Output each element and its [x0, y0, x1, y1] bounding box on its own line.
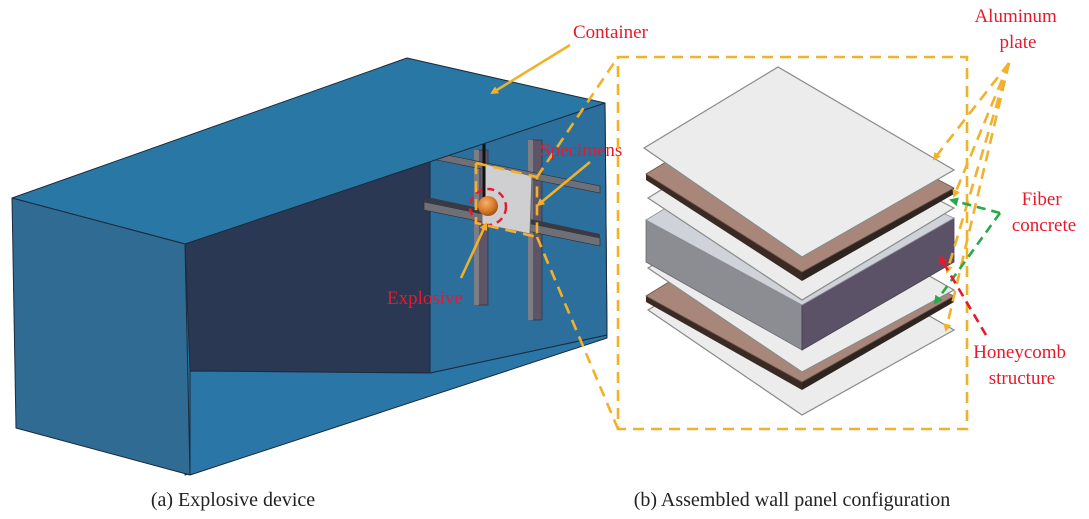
explosive-sphere	[478, 196, 498, 216]
layer-stack	[642, 66, 956, 416]
layer-aluminum-plate-1	[642, 66, 956, 258]
explosive-arrow	[459, 222, 488, 279]
honeycomb-arrow	[938, 255, 988, 336]
caption-panel-b: (b) Assembled wall panel configuration	[634, 489, 951, 511]
container-drawing	[11, 57, 608, 476]
fiber-concrete-arrows	[933, 197, 1002, 305]
container-label: Container	[573, 22, 649, 43]
aluminum-plate-arrows	[932, 62, 1011, 332]
caption-panel-a: (a) Explosive device	[151, 489, 315, 511]
container-front-face	[11, 197, 191, 476]
honeycomb-label: Honeycomb structure	[973, 342, 1071, 389]
explosive-label: Explosive	[387, 288, 463, 309]
aluminum-plate-label: Aluminum plate	[974, 6, 1061, 53]
explosive-highlight-circle	[468, 187, 508, 227]
zoom-connector-top	[535, 56, 620, 178]
fiber-concrete-label: Fiber concrete	[1012, 189, 1076, 236]
container-arrow	[490, 43, 571, 95]
specimen-highlight-box	[474, 161, 539, 239]
specimens-arrow	[536, 161, 591, 207]
specimens-label: Specimens	[540, 140, 622, 161]
